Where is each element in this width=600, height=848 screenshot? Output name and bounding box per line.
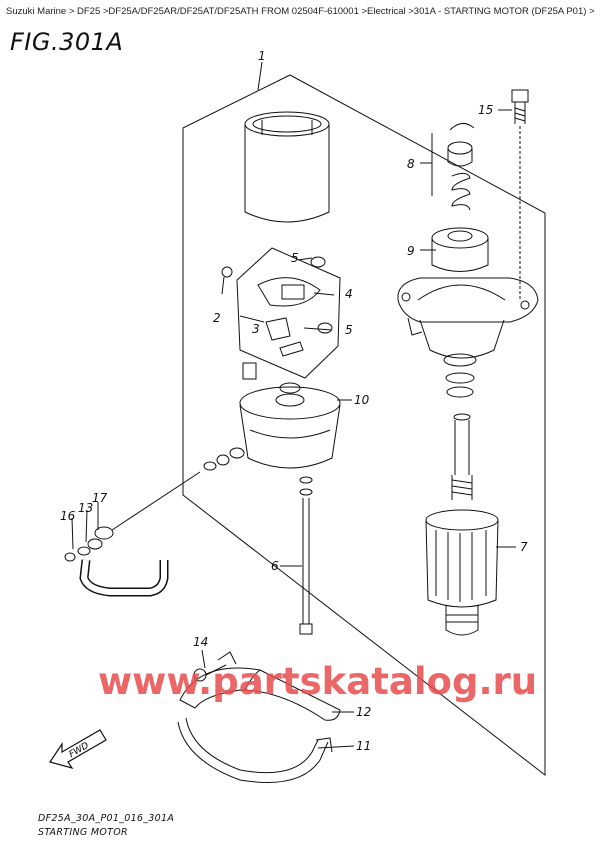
brush-holder-plate — [221, 247, 341, 379]
callout-14: 14 — [193, 635, 208, 649]
end-bracket — [239, 382, 341, 469]
washer — [229, 447, 245, 459]
yoke-housing — [244, 111, 330, 223]
callout-7: 7 — [520, 540, 528, 554]
bracket-strap — [179, 651, 341, 721]
callout-2: 2 — [213, 311, 221, 325]
callout-13: 13 — [78, 501, 93, 515]
pinion-drive — [431, 227, 489, 272]
fwd-label: FWD — [68, 741, 91, 760]
cover-block — [242, 362, 257, 380]
callout-5b: 5 — [345, 323, 353, 337]
callout-15: 15 — [478, 103, 493, 117]
strap-bolt — [193, 664, 227, 682]
assembly-frame — [182, 74, 546, 777]
washer — [216, 454, 230, 466]
footer-code: DF25A_30A_P01_016_301A — [38, 813, 175, 824]
callout-16: 16 — [60, 509, 76, 523]
mounting-screw — [511, 89, 529, 300]
callout-4: 4 — [345, 287, 353, 301]
callout-12: 12 — [356, 705, 371, 719]
footer-caption: STARTING MOTOR — [38, 827, 128, 838]
watermark: www.partskatalog.ru — [98, 660, 537, 703]
front-housing — [397, 277, 539, 359]
fwd-arrow-icon: FWD — [49, 729, 107, 770]
callout-6: 6 — [271, 559, 279, 573]
callout-11: 11 — [356, 739, 371, 753]
armature — [425, 413, 499, 636]
pinion-stop-set — [431, 123, 475, 211]
callout-5a: 5 — [291, 251, 299, 265]
through-bolt — [299, 476, 313, 635]
callout-8: 8 — [407, 157, 415, 171]
callout-3: 3 — [252, 322, 260, 336]
callout-17: 17 — [92, 491, 108, 505]
callout-1: 1 — [258, 49, 266, 63]
washer — [203, 461, 217, 471]
band-clamp — [177, 717, 333, 783]
figure-title: FIG.301A — [10, 28, 124, 56]
callout-9: 9 — [407, 244, 415, 258]
breadcrumb: Suzuki Marine > DF25 >DF25A/DF25AR/DF25A… — [6, 6, 595, 17]
callout-10: 10 — [354, 393, 370, 407]
